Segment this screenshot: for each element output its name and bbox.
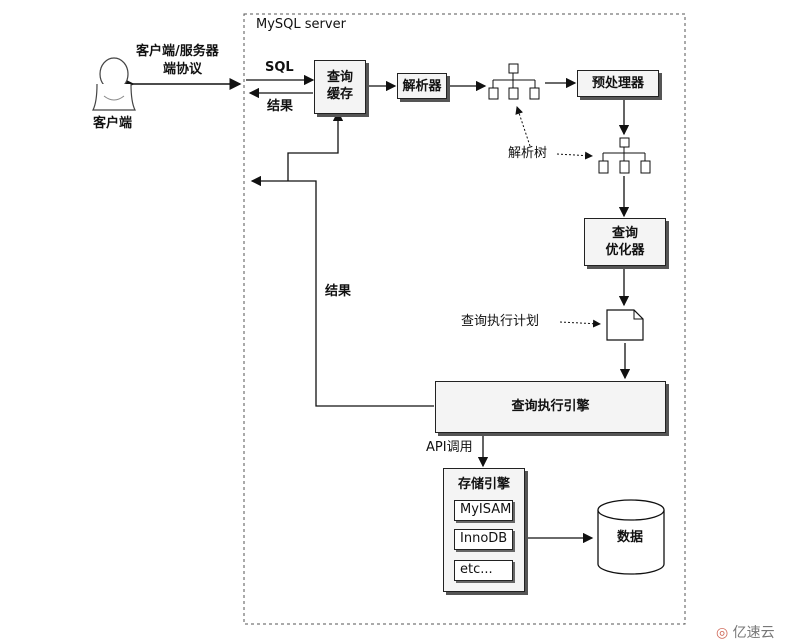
storage-engine-box: 存储引擎 MyISAM InnoDB etc... — [443, 468, 525, 592]
execution-engine-label: 查询执行引擎 — [511, 399, 590, 414]
optimizer-box: 查询 优化器 — [584, 218, 666, 266]
parse-tree-icon-1 — [488, 63, 540, 100]
parse-tree-pointer-2 — [556, 151, 593, 160]
parse-tree-pointer-1 — [515, 106, 531, 147]
result-left-label: 结果 — [325, 284, 352, 299]
storage-item-myisam: MyISAM — [454, 500, 513, 521]
cache-feedback-line — [287, 110, 344, 181]
storage-item-innodb: InnoDB — [454, 529, 513, 550]
watermark-text: 亿速云 — [732, 625, 775, 641]
client-person-icon — [92, 57, 136, 111]
parse-tree-label: 解析树 — [508, 146, 548, 161]
data-cylinder-icon — [597, 499, 665, 575]
server-label: MySQL server — [256, 17, 346, 32]
protocol-label-line1: 客户端/服务器 — [136, 44, 219, 59]
preprocessor-box: 预处理器 — [577, 70, 659, 97]
optimizer-line2: 优化器 — [605, 243, 645, 258]
sql-label: SQL — [265, 60, 294, 75]
parse-tree-icon-2 — [598, 137, 651, 174]
plan-pointer — [559, 319, 601, 328]
preprocessor-label: 预处理器 — [591, 76, 644, 91]
plan-document-icon — [606, 309, 644, 341]
execution-plan-label: 查询执行计划 — [461, 314, 540, 329]
query-cache-box: 查询 缓存 — [314, 60, 366, 114]
protocol-label-line2: 端协议 — [163, 62, 203, 77]
server-boundary — [243, 13, 686, 625]
watermark-logo: ◎ 亿速云 — [716, 622, 775, 642]
storage-engine-title: 存储引擎 — [457, 477, 510, 492]
parser-box: 解析器 — [397, 73, 447, 99]
result-top-label: 结果 — [267, 99, 294, 114]
watermark-swirl-icon: ◎ — [716, 625, 729, 641]
parser-label: 解析器 — [402, 79, 442, 94]
data-label: 数据 — [617, 530, 644, 545]
storage-item-etc: etc... — [454, 560, 513, 581]
execution-engine-box: 查询执行引擎 — [435, 381, 666, 433]
result-loop-line — [250, 175, 434, 407]
query-cache-line2: 缓存 — [326, 87, 353, 102]
query-cache-line1: 查询 — [326, 70, 353, 85]
client-label: 客户端 — [93, 116, 133, 131]
optimizer-line1: 查询 — [611, 226, 638, 241]
api-call-label: API调用 — [426, 440, 473, 455]
